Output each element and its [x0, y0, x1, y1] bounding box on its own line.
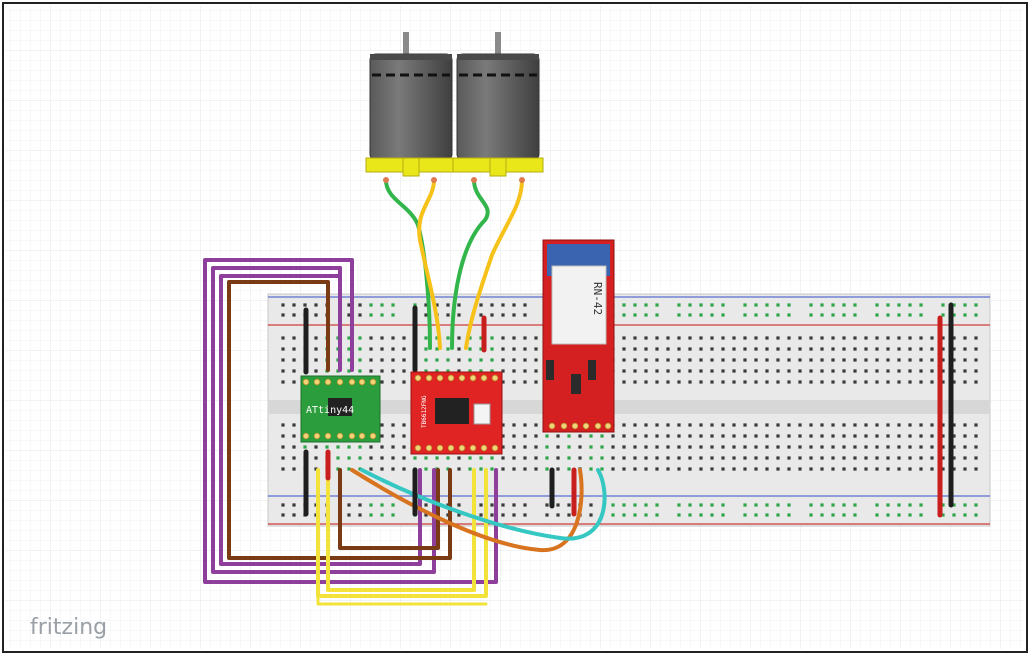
motor-left[interactable]: [365, 32, 457, 177]
driver-label: TB6612FNG: [421, 395, 428, 428]
bluetooth-pins: [548, 422, 612, 430]
motor-right[interactable]: [452, 32, 544, 177]
driver-pins: [414, 374, 499, 452]
wire-brown-1: [227, 280, 452, 560]
offboard-wires: [203, 258, 607, 606]
board-jumpers: [303, 302, 954, 518]
wire-yellow-2: [326, 468, 476, 592]
wire-orange: [350, 468, 584, 553]
fritzing-watermark: fritzing: [30, 615, 107, 640]
bluetooth-label: RN-42: [591, 282, 604, 315]
wire-purple-mid: [211, 266, 436, 574]
attiny-label: ATtiny44: [306, 405, 354, 416]
attiny44-board[interactable]: ATtiny44: [300, 375, 381, 443]
motor-wires: [383, 177, 525, 350]
breadboard[interactable]: [267, 293, 991, 527]
wire-yellow-3: [316, 468, 488, 606]
attiny-pins: [302, 378, 377, 440]
motor-driver-board[interactable]: TB6612FNG: [410, 371, 503, 455]
bluetooth-module[interactable]: RN-42: [542, 239, 615, 433]
wire-purple-outer: [203, 258, 498, 584]
wire-brown-2: [338, 468, 440, 550]
